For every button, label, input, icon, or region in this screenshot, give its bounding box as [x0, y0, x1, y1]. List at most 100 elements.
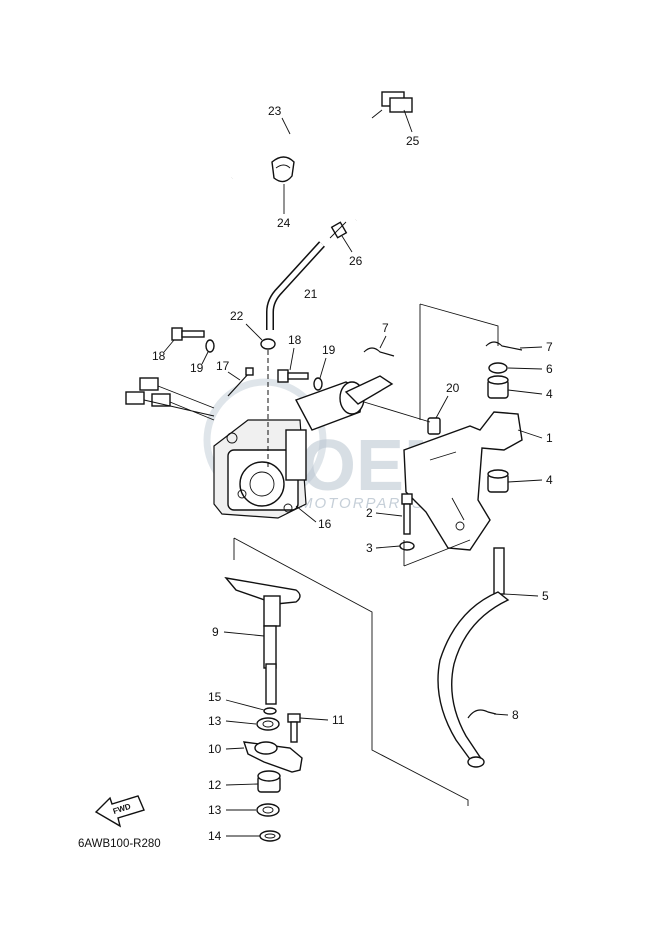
- callout-13-upper: 13: [208, 714, 257, 728]
- shaft-line: [363, 401, 431, 423]
- callout-13-lower: 13: [208, 803, 256, 817]
- svg-text:10: 10: [208, 742, 222, 756]
- lever-group-outline: [233, 537, 469, 806]
- callout-15: 15: [208, 690, 265, 711]
- svg-text:18: 18: [288, 333, 302, 347]
- wire-connectors: [125, 377, 215, 421]
- bracket-group-outline: [403, 303, 499, 567]
- svg-text:8: 8: [512, 708, 519, 722]
- part-10-arm: [242, 741, 303, 773]
- svg-text:16: 16: [318, 517, 332, 531]
- part-19-washer-right: [313, 377, 323, 391]
- callout-22: 22: [230, 309, 263, 341]
- part-6-washer: [488, 362, 508, 374]
- svg-text:17: 17: [216, 359, 230, 373]
- svg-text:2: 2: [366, 506, 373, 520]
- svg-text:21: 21: [304, 287, 318, 301]
- svg-text:20: 20: [446, 381, 460, 395]
- part-7-pin-right: [485, 341, 523, 351]
- part-7-pin-left: [363, 347, 395, 357]
- callout-8: 8: [493, 708, 519, 722]
- svg-text:13: 13: [208, 714, 222, 728]
- svg-text:3: 3: [366, 541, 373, 555]
- callout-10: 10: [208, 742, 245, 756]
- fwd-arrow: FWD: [94, 795, 145, 828]
- part-14-circlip: [259, 830, 281, 842]
- svg-text:12: 12: [208, 778, 222, 792]
- part-12-bushing: [257, 770, 281, 793]
- callout-25: 25: [403, 109, 420, 148]
- part-26-fitting: [329, 221, 348, 239]
- svg-text:15: 15: [208, 690, 222, 704]
- callout-9: 9: [212, 625, 265, 639]
- callout-20: 20: [435, 381, 460, 419]
- callout-4-lower: 4: [507, 473, 553, 487]
- svg-text:19: 19: [322, 343, 336, 357]
- callout-4-upper: 4: [507, 387, 553, 401]
- svg-text:26: 26: [349, 254, 363, 268]
- part-13-washer-upper: [256, 717, 280, 731]
- part-18-bolt-right: [277, 369, 309, 383]
- callout-19-right: 19: [319, 343, 336, 379]
- part-16-trim-tilt-unit: [213, 350, 394, 519]
- svg-text:19: 19: [190, 361, 204, 375]
- part-23-hose: [230, 103, 369, 223]
- callout-2: 2: [366, 506, 403, 520]
- part-5-tilt-lever: [437, 547, 510, 768]
- callout-11: 11: [299, 713, 345, 727]
- part-13-washer-lower: [256, 803, 280, 817]
- svg-text:5: 5: [542, 589, 549, 603]
- part-1-bracket: [403, 411, 523, 551]
- part-3-washer: [399, 541, 415, 551]
- callout-24: 24: [277, 184, 291, 230]
- callouts: 23 25 24 26 21 22 18 18 19 19 17 7 7 6 4…: [152, 104, 553, 843]
- part-11-bolt: [287, 713, 301, 743]
- callout-12: 12: [208, 778, 259, 792]
- callout-16: 16: [295, 505, 332, 531]
- svg-text:11: 11: [332, 713, 345, 727]
- callout-5: 5: [503, 589, 549, 603]
- svg-text:1: 1: [546, 431, 553, 445]
- part-15-o-ring: [263, 707, 277, 715]
- callout-26: 26: [341, 235, 363, 268]
- svg-text:13: 13: [208, 803, 222, 817]
- svg-text:22: 22: [230, 309, 244, 323]
- callout-3: 3: [366, 541, 401, 555]
- callout-1: 1: [517, 429, 553, 445]
- part-4-bushing-upper: [487, 375, 509, 399]
- watermark-sub-text: MOTORPARTS: [300, 495, 424, 512]
- callout-6: 6: [507, 362, 553, 376]
- part-8-clip: [467, 709, 497, 719]
- callout-23: 23: [268, 104, 291, 135]
- part-17-cable-tie: [227, 367, 254, 397]
- part-4-bushing-lower: [487, 469, 509, 493]
- svg-text:25: 25: [406, 134, 420, 148]
- part-19-washer-left: [205, 339, 215, 353]
- svg-text:4: 4: [546, 387, 553, 401]
- svg-text:4: 4: [546, 473, 553, 487]
- callout-19-left: 19: [190, 351, 209, 375]
- callout-7-left: 7: [379, 321, 389, 349]
- svg-text:7: 7: [382, 321, 389, 335]
- svg-text:24: 24: [277, 216, 291, 230]
- part-2-bolt: [401, 493, 413, 535]
- callout-7-right: 7: [519, 340, 553, 354]
- svg-text:14: 14: [208, 829, 222, 843]
- part-25-holder: [371, 91, 413, 119]
- diagram-code: 6AWB100-R280: [78, 838, 161, 850]
- callout-18-left: 18: [152, 339, 175, 363]
- svg-text:7: 7: [546, 340, 553, 354]
- part-9-shaft: [224, 576, 301, 705]
- svg-text:9: 9: [212, 625, 219, 639]
- callout-21: 21: [304, 287, 318, 301]
- part-21-hose: [266, 241, 325, 330]
- svg-text:18: 18: [152, 349, 166, 363]
- part-24-clamp: [271, 156, 295, 183]
- svg-text:6: 6: [546, 362, 553, 376]
- callout-17: 17: [216, 359, 241, 381]
- callout-18-right: 18: [288, 333, 302, 371]
- part-18-bolt-left: [171, 327, 205, 341]
- callout-14: 14: [208, 829, 260, 843]
- svg-text:23: 23: [268, 104, 282, 118]
